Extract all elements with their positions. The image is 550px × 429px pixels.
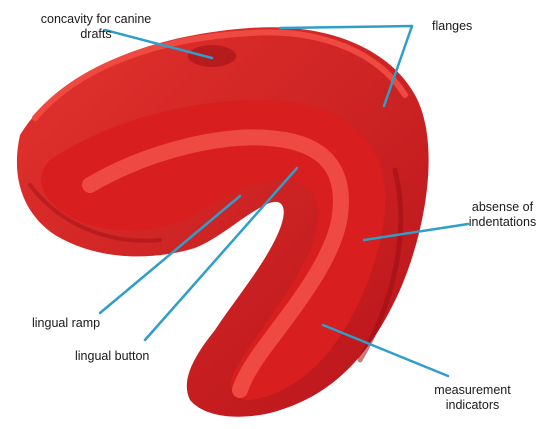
inner-channel	[41, 100, 386, 400]
label-indentations-line1: absense of	[471, 200, 534, 214]
label-measurement-line2: indicators	[445, 398, 500, 412]
label-measurement: measurement indicators	[420, 383, 525, 413]
label-flanges-text: flanges	[432, 19, 473, 33]
leader-lingual-button	[143, 166, 299, 342]
label-canine-concavity-line2: drafts	[80, 27, 112, 41]
label-flanges: flanges	[432, 19, 472, 34]
leader-measurement	[321, 323, 450, 378]
leader-lingual-ramp	[98, 194, 242, 315]
leader-canine-concavity	[103, 28, 214, 60]
label-lingual-button-text: lingual button	[75, 349, 150, 363]
label-lingual-ramp-text: lingual ramp	[32, 316, 101, 330]
canine-concavity-dimple	[188, 45, 236, 67]
label-canine-concavity: concavity for canine drafts	[0, 12, 192, 42]
flange-rim-highlight	[32, 29, 408, 121]
front-lip-shadow	[28, 183, 162, 243]
label-indentations-line2: indentations	[468, 215, 537, 229]
label-indentations: absense of indentations	[455, 200, 550, 230]
label-lingual-ramp: lingual ramp	[32, 316, 100, 331]
leader-flanges-side	[382, 24, 414, 108]
label-canine-concavity-line1: concavity for canine	[40, 12, 152, 26]
lingual-wall	[82, 129, 349, 398]
outer-flange-shadow	[357, 167, 404, 363]
label-measurement-line1: measurement	[434, 383, 511, 397]
leader-flanges-top	[278, 24, 414, 30]
label-lingual-button: lingual button	[75, 349, 149, 364]
leader-indentations	[362, 222, 470, 242]
